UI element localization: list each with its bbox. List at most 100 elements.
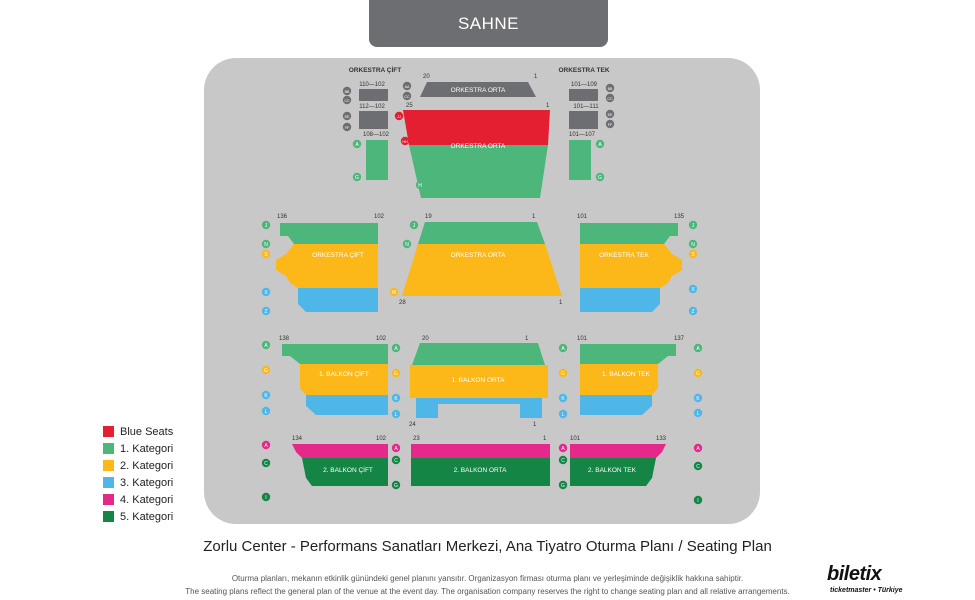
row-letter-b1_outer_right-1: G <box>696 371 700 377</box>
row-marker-small_left-3 <box>342 122 352 132</box>
section-b1-orta-green[interactable] <box>412 343 545 365</box>
row-letter-small_left-2: EE <box>345 115 350 119</box>
row-letter-b1_inner_left-0: A <box>394 346 398 352</box>
seat-b2-tek-left: 101 <box>570 436 581 442</box>
legend-swatch <box>103 460 114 471</box>
row-letter-ork_orta-2: W <box>392 290 397 296</box>
row-marker-b1_inner_right-2 <box>558 393 568 403</box>
section-b2-orta-pink[interactable] <box>411 444 550 458</box>
section-b1-orta-blue-mid[interactable] <box>438 398 520 404</box>
section-b2-tek-dark[interactable] <box>570 458 656 486</box>
section-orkestra-tek-green[interactable] <box>580 223 678 244</box>
row-letter-ork_left-0: J <box>265 223 268 229</box>
row-letter-b1_inner_left-1: G <box>394 371 398 377</box>
box-left-green[interactable] <box>366 140 388 180</box>
legend-swatch <box>103 511 114 522</box>
section-orkestra-cift-green[interactable] <box>280 223 378 244</box>
row-letter-b1_outer_right-3: L <box>697 411 700 417</box>
row-marker-b2_inner-0 <box>558 443 568 453</box>
seat-ork-cift-left: 136 <box>277 214 288 220</box>
section-b1-cift-blue[interactable] <box>306 395 388 415</box>
seat-ork-tek-left: 101 <box>577 214 588 220</box>
row-letter-b1_inner_right-0: A <box>561 346 565 352</box>
section-b2-cift-dark[interactable] <box>302 458 388 486</box>
row-marker-b2_outer_right-1 <box>693 461 703 471</box>
row-letter-b1_outer_right-0: A <box>696 346 700 352</box>
row-letter-b2_outer_left-2: I <box>265 495 266 501</box>
section-b1-orta-yellow[interactable] <box>410 365 548 398</box>
seat-ork-tek-right: 135 <box>674 214 685 220</box>
row-marker-b1_inner_right-1 <box>558 368 568 378</box>
row-letter-b1_inner_left-3: L <box>395 412 398 418</box>
row-marker-ork_orta-2 <box>389 287 399 297</box>
legend-item-blue-seats: Blue Seats <box>103 423 173 440</box>
section-blue-seats-front[interactable] <box>403 110 550 145</box>
row-marker-ork_right-2 <box>688 249 698 259</box>
row-marker-ork_orta-0 <box>409 220 419 230</box>
seat-range-101-107: 101—107 <box>569 132 596 138</box>
seat-b1-cift-left: 138 <box>279 336 290 342</box>
seat-top-orta-left: 20 <box>423 74 430 80</box>
seat-b1-orta-bottom-left: 24 <box>409 422 416 428</box>
section-orkestra-orta-green[interactable] <box>418 222 545 244</box>
row-marker-ork_left-0 <box>261 220 271 230</box>
label-b2-cift: 2. BALKON ÇİFT <box>323 465 373 474</box>
label-orkestra-orta: ORKESTRA ORTA <box>451 252 506 259</box>
row-marker-front_left-0 <box>394 111 404 121</box>
seat-b1-tek-right: 137 <box>674 336 685 342</box>
row-marker-center_top-0 <box>402 81 412 91</box>
seat-ork-orta-right: 1 <box>532 214 536 220</box>
section-b1-cift-green[interactable] <box>282 344 388 364</box>
box-right-bb[interactable] <box>569 89 598 101</box>
section-b2-orta-dark[interactable] <box>411 458 550 486</box>
disclaimer-tr: Oturma planları, mekanın etkinlik gününd… <box>231 574 744 583</box>
seat-b2-cift-right: 102 <box>376 436 387 442</box>
row-marker-b1_inner_left-1 <box>391 368 401 378</box>
seat-b1-orta-left: 20 <box>422 336 429 342</box>
section-b2-tek-pink[interactable] <box>570 444 666 458</box>
box-left-bb[interactable] <box>359 89 388 101</box>
section-orkestra-cift-yellow[interactable] <box>276 244 378 288</box>
legend-label: Blue Seats <box>120 425 174 438</box>
section-b1-tek-yellow[interactable] <box>580 364 658 395</box>
seat-b1-tek-left: 101 <box>577 336 588 342</box>
row-letter-b1_inner_right-3: L <box>562 412 565 418</box>
row-marker-b1_outer_left-3 <box>261 406 271 416</box>
seat-top-orta-right: 1 <box>534 74 538 80</box>
row-letter-small_right-1: CC <box>607 97 613 101</box>
section-orkestra-cift-blue[interactable] <box>298 288 378 312</box>
biletix-logo: biletix <box>827 563 882 585</box>
section-b1-tek-blue[interactable] <box>580 395 652 415</box>
row-letter-b2_inner-2: G <box>561 483 565 489</box>
row-letter-front_left-0: JJ <box>397 115 401 119</box>
legend-label: 5. Kategori <box>120 510 174 523</box>
section-orkestra-orta-front[interactable] <box>409 145 548 198</box>
section-orkestra-tek-blue[interactable] <box>580 288 660 312</box>
section-orkestra-tek-yellow[interactable] <box>580 244 682 288</box>
section-b1-orta-blue-left[interactable] <box>416 398 438 418</box>
row-letter-small_side_right-0: A <box>598 142 602 148</box>
row-letter-markers: BBCCEEFFBBCCEEFFAACCJJHHHAGAGJNSXZJNSXZJ… <box>261 81 703 505</box>
row-letter-small_right-2: EE <box>608 113 613 117</box>
section-b1-orta-blue-right[interactable] <box>520 398 542 418</box>
label-b2-tek: 2. BALKON TEK <box>588 467 637 474</box>
section-orkestra-orta-top[interactable] <box>420 82 536 97</box>
section-b2-cift-pink[interactable] <box>292 444 388 458</box>
label-b1-orta: 1. BALKON ORTA <box>452 377 506 384</box>
row-letter-b2_inner-1: C <box>394 458 398 464</box>
box-right-green[interactable] <box>569 140 591 180</box>
section-orkestra-orta-yellow[interactable] <box>402 244 562 296</box>
row-letter-small_left-0: BB <box>345 90 350 94</box>
section-b1-cift-yellow[interactable] <box>300 364 388 395</box>
row-marker-b1_inner_right-3 <box>558 409 568 419</box>
seat-front-orta-left: 25 <box>406 103 413 109</box>
row-marker-small_left-2 <box>342 111 352 121</box>
box-right-ee[interactable] <box>569 111 598 129</box>
row-letter-small_left-1: CC <box>344 99 350 103</box>
row-letter-ork_orta-0: J <box>413 223 416 229</box>
row-marker-center_top-1 <box>402 91 412 101</box>
box-left-ee[interactable] <box>359 111 388 129</box>
section-b1-tek-green[interactable] <box>580 344 676 364</box>
seat-b2-cift-left: 134 <box>292 436 303 442</box>
legend: Blue Seats 1. Kategori 2. Kategori 3. Ka… <box>103 423 173 525</box>
